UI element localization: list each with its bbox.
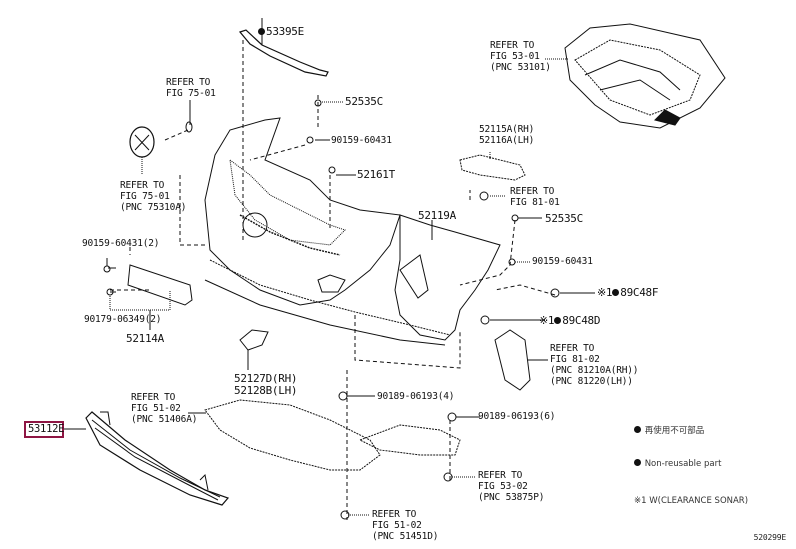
fasteners	[103, 99, 560, 520]
part-52119A[interactable]: 52119A	[418, 209, 456, 222]
part-52127D-52128B[interactable]: 52127D(RH)52128B(LH)	[234, 372, 298, 397]
bumper-cover	[204, 117, 501, 346]
non-reusable-dot-icon	[634, 426, 641, 433]
non-reusable-dot-icon	[258, 28, 265, 35]
part-90159-60431-top[interactable]: 90159-60431	[331, 135, 392, 146]
radiator-grille-assembly	[564, 23, 726, 129]
part-90189-06193-4[interactable]: 90189-06193(4)	[377, 391, 455, 402]
garnish-strip	[238, 29, 329, 77]
engine-under-cover	[204, 399, 461, 471]
highlighted-part-53112E[interactable]: 53112E	[24, 421, 64, 438]
retainer	[108, 264, 193, 306]
diagram-code: 520299E	[753, 533, 787, 542]
legend-jp: 再使用不可部品	[634, 426, 748, 437]
part-52535C-right[interactable]: 52535C	[545, 212, 583, 225]
non-reusable-dot-icon	[634, 459, 641, 466]
part-53395E[interactable]: 53395E	[258, 26, 304, 38]
leader-lines	[110, 40, 556, 520]
legend: 再使用不可部品 Non-reusable part ※1 W(CLEARANCE…	[634, 404, 748, 518]
part-52114A[interactable]: 52114A	[126, 332, 164, 345]
part-90179-06349-2[interactable]: 90179-06349(2)	[84, 314, 162, 325]
legend-sonar-note: ※1 W(CLEARANCE SONAR)	[634, 496, 749, 506]
part-52115A-52116A[interactable]: 52115A(RH)52116A(LH)	[479, 124, 535, 146]
part-90159-60431-2[interactable]: 90159-60431(2)	[82, 238, 160, 249]
lamp-bracket	[494, 329, 531, 391]
part-52161T[interactable]: 52161T	[357, 168, 395, 181]
legend-en: Non-reusable part	[634, 459, 748, 470]
callout-lines	[64, 18, 595, 516]
part-90159-60431-right[interactable]: 90159-60431	[532, 256, 593, 267]
side-bracket	[459, 154, 526, 181]
lower-grille-spoiler	[85, 411, 230, 506]
part-90189-06193-6[interactable]: 90189-06193(6)	[478, 411, 556, 422]
fog-lamp-cover	[239, 329, 269, 351]
part-52535C-top[interactable]: 52535C	[345, 95, 383, 108]
emblem	[129, 121, 193, 158]
non-reusable-dot-icon	[612, 289, 620, 296]
non-reusable-dot-icon	[554, 317, 562, 324]
